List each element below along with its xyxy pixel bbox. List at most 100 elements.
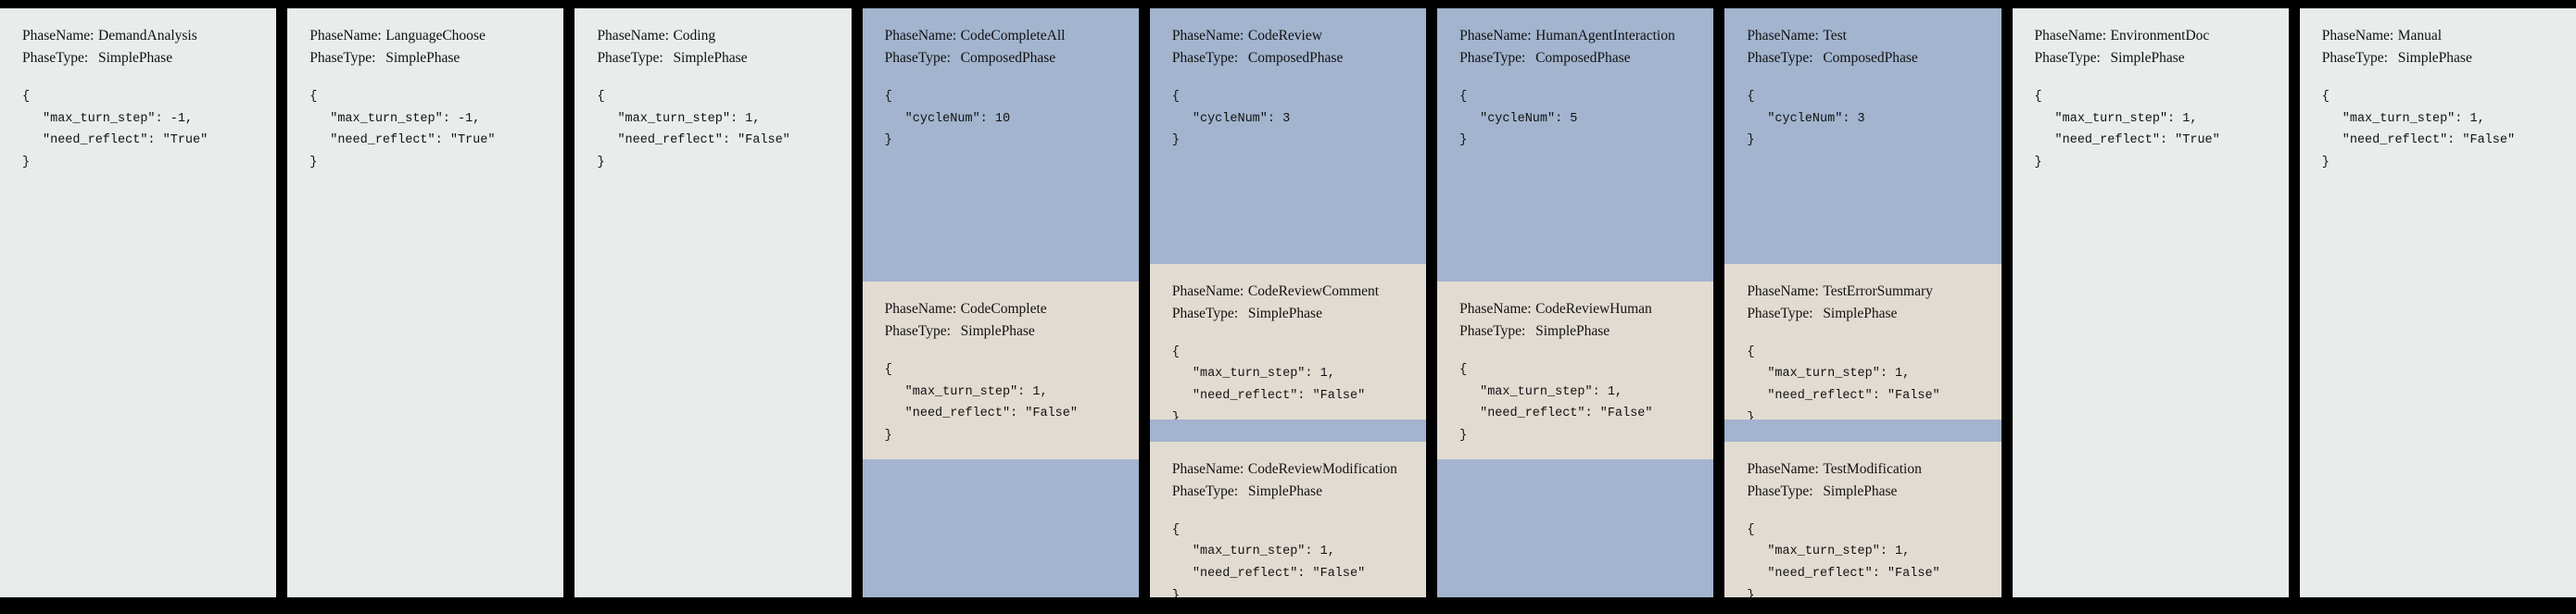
phase-name-row: PhaseName:Test <box>1747 25 1978 47</box>
json-line: "need_reflect": "False" <box>1192 389 1366 404</box>
phase-name-row: PhaseName:CodeCompleteAll <box>885 25 1117 47</box>
json-line: "need_reflect": "False" <box>1767 389 1940 404</box>
json-line: "cycleNum": 3 <box>1192 111 1291 126</box>
composed-spacer <box>862 164 1139 282</box>
composed-spacer <box>1724 164 2001 264</box>
composed-spacer <box>1437 164 1714 282</box>
phase-name-label: PhaseName: <box>22 28 95 44</box>
phase-json-block: { "max_turn_step": 1, "need_reflect": "Fal… <box>885 359 1117 447</box>
json-line: "need_reflect": "False" <box>904 407 1078 421</box>
phase-name-label: PhaseName: <box>1171 282 1244 299</box>
phase-type-value: SimplePhase <box>1535 322 1610 339</box>
phase-type-value: SimplePhase <box>1247 305 1322 321</box>
json-line: "max_turn_step": -1, <box>330 111 481 126</box>
phase-type-row: PhaseType:SimplePhase <box>1747 481 1978 503</box>
json-line: "need_reflect": "True" <box>43 133 208 148</box>
phase-type-value: ComposedPhase <box>960 50 1056 67</box>
phase-name-label: PhaseName: <box>1459 300 1532 317</box>
json-open-brace: { <box>1747 345 1755 359</box>
phase-type-value: ComposedPhase <box>1535 50 1631 67</box>
phase-name-row: PhaseName:HumanAgentInteraction <box>1459 25 1691 47</box>
phase-type-value: SimplePhase <box>1823 482 1898 499</box>
json-open-brace: { <box>2034 90 2042 105</box>
phase-name-value: HumanAgentInteraction <box>1535 28 1675 44</box>
phase-type-row: PhaseType: SimplePhase <box>1747 303 1978 325</box>
phase-json-block: {"max_turn_step": 1,"need_reflect": "Fal… <box>1747 520 1978 597</box>
phase-type-value: SimplePhase <box>1823 305 1898 321</box>
json-line: "max_turn_step": 1, <box>1480 384 1623 399</box>
phase-type-label: PhaseType: <box>1459 50 1526 67</box>
phase-name-value: EnvironmentDoc <box>2110 28 2210 44</box>
phase-type-label: PhaseType: <box>1747 305 1813 321</box>
json-open-brace: { <box>1747 90 1755 105</box>
phase-name-label: PhaseName: <box>884 28 957 44</box>
column-filler <box>862 459 1139 597</box>
phase-type-value: SimplePhase <box>2110 50 2185 67</box>
phase-type-label: PhaseType: <box>884 50 951 67</box>
phase-name-row: PhaseName:DemandAnalysis <box>22 25 254 47</box>
phase-json-block: {"max_turn_step": 1,"need_reflect": "Tru… <box>2035 86 2267 174</box>
phase-type-label: PhaseType: <box>2034 50 2101 67</box>
phase-json-block: {"max_turn_step": 1,"need_reflect": "Fal… <box>597 86 828 174</box>
json-close-brace: } <box>1459 428 1468 443</box>
phase-name-value: CodeReviewHuman <box>1535 300 1652 317</box>
json-line: "need_reflect": "False" <box>2342 133 2516 148</box>
phase-name-value: LanguageChoose <box>385 28 486 44</box>
phase-type-label: PhaseType: <box>884 322 951 339</box>
json-close-brace: } <box>884 428 892 443</box>
json-line: "max_turn_step": 1, <box>1192 545 1335 559</box>
phase-json-block: {"max_turn_step": 1,"need_reflect": "Fal… <box>1172 342 1404 430</box>
json-open-brace: { <box>309 90 318 105</box>
column-filler <box>0 187 276 597</box>
phase-name-value: Manual <box>2397 28 2443 44</box>
json-close-brace: } <box>2321 155 2330 169</box>
phase-type-label: PhaseType: <box>22 50 89 67</box>
phase-name-row: PhaseName:CodeReviewModification <box>1172 458 1404 481</box>
phase-name-value: Coding <box>673 28 716 44</box>
json-line: "need_reflect": "False" <box>1480 407 1653 421</box>
phase-name-value: CodeReviewComment <box>1247 282 1380 299</box>
phase-name-label: PhaseName: <box>1747 460 1819 477</box>
phase-json-block: { "max_turn_step": -1, "need_reflect": "Tr… <box>309 86 541 174</box>
column-filler <box>2013 187 2289 597</box>
phase-name-label: PhaseName: <box>2034 28 2107 44</box>
json-close-brace: } <box>597 155 605 169</box>
json-open-brace: { <box>884 362 892 377</box>
subphase-spacer <box>1724 420 2001 442</box>
json-open-brace: { <box>1459 362 1468 377</box>
column-filler <box>287 187 563 597</box>
json-line: "need_reflect": "True" <box>330 133 496 148</box>
json-line: "max_turn_step": 1, <box>904 384 1048 399</box>
json-line: "max_turn_step": 1, <box>2342 111 2485 126</box>
json-line: "max_turn_step": 1, <box>1192 367 1335 382</box>
phase-name-label: PhaseName: <box>1171 460 1244 477</box>
column-filler <box>575 187 851 597</box>
json-close-brace: } <box>1747 133 1755 148</box>
phase-json-block: {"cycleNum": 5} <box>1459 86 1691 152</box>
json-close-brace: } <box>309 155 318 169</box>
phase-json-block: {"cycleNum": 3} <box>1172 86 1404 152</box>
phase-type-value: ComposedPhase <box>1823 50 1918 67</box>
phase-json-block: {"max_turn_step": 1,"need_reflect": "Fal… <box>2322 86 2554 174</box>
phase-type-row: PhaseType: ComposedPhase <box>885 47 1117 69</box>
phase-type-value: SimplePhase <box>98 50 173 67</box>
phase-name-label: PhaseName: <box>309 28 382 44</box>
phase-type-row: PhaseType:SimplePhase <box>885 320 1117 343</box>
phase-type-value: SimplePhase <box>385 50 461 67</box>
